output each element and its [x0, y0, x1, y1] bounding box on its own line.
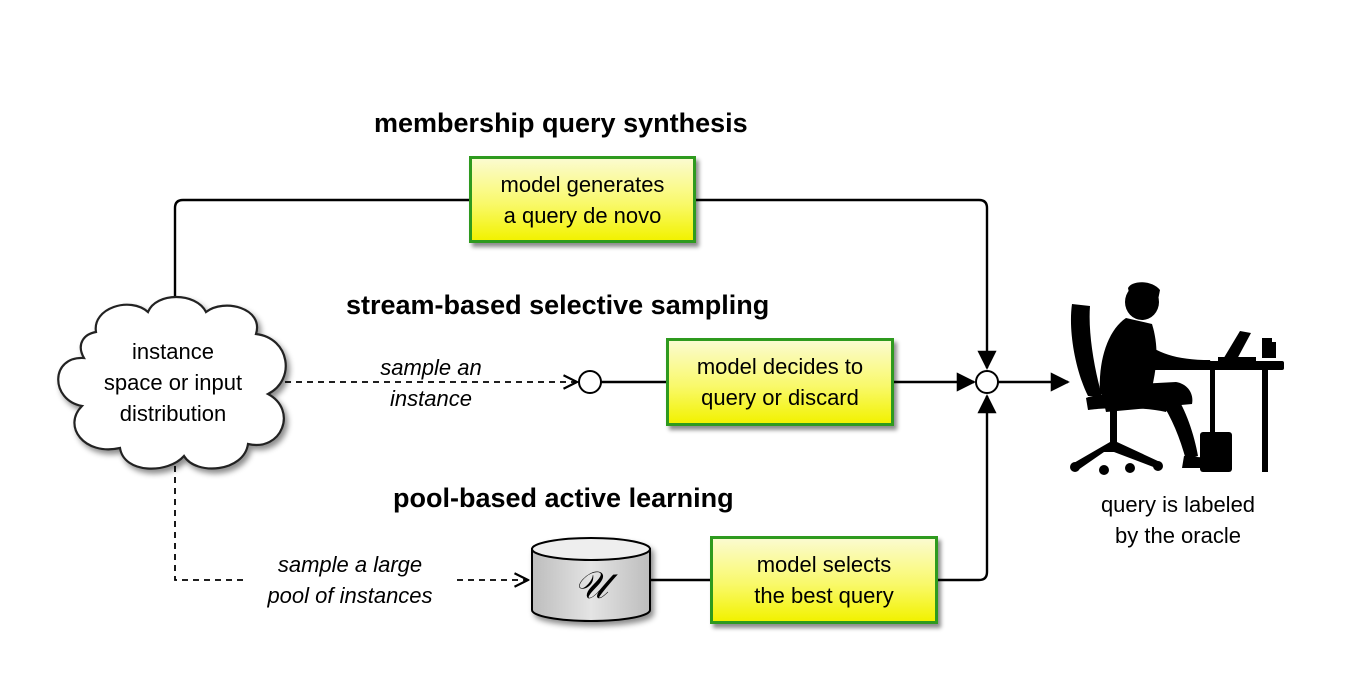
edge-generates-to-merge — [694, 198, 997, 370]
box-model-generates: model generates a query de novo — [469, 156, 696, 243]
stream-node — [578, 370, 602, 394]
person-at-desk-icon — [1070, 282, 1284, 475]
edge-cloud-to-generates — [173, 198, 470, 315]
cloud-line-2: space or input — [103, 370, 243, 395]
label-sample-pool-line-1: sample a large — [277, 552, 423, 577]
box-generates-line-1: model generates — [500, 171, 665, 197]
box-model-decides: model decides to query or discard — [666, 338, 894, 426]
edge-selects-to-merge — [937, 394, 997, 582]
edge-cloud-to-pool — [174, 455, 528, 580]
box-selects-line-1: model selects — [756, 552, 892, 577]
oracle-line-1: query is labeled — [1100, 492, 1256, 517]
label-sample-pool-line-2: pool of instances — [267, 583, 433, 608]
heading-pool-based-active-learning: pool-based active learning — [393, 483, 734, 513]
heading-stream-based-selective-sampling: stream-based selective sampling — [346, 290, 770, 320]
label-sample-instance-line-1: sample an — [380, 355, 482, 380]
cloud-icon — [57, 295, 287, 470]
box-decides-line-2: query or discard — [701, 385, 859, 410]
database-icon — [531, 537, 651, 622]
box-generates-line-2: a query de novo — [503, 202, 662, 228]
box-selects-line-2: the best query — [754, 583, 894, 608]
label-sample-a-large-pool: sample a large pool of instances — [244, 549, 456, 611]
oracle-line-2: by the oracle — [1115, 523, 1241, 548]
label-sample-an-instance: sample an instance — [362, 352, 500, 414]
label-sample-instance-line-2: instance — [390, 386, 472, 411]
heading-membership-query-synthesis: membership query synthesis — [374, 108, 748, 138]
cloud-text: instance space or input distribution — [90, 336, 256, 429]
box-model-selects: model selects the best query — [710, 536, 938, 624]
merge-node — [975, 370, 999, 394]
cloud-line-1: instance — [132, 339, 214, 364]
cloud-line-3: distribution — [119, 401, 227, 426]
oracle-caption: query is labeled by the oracle — [1078, 489, 1278, 551]
box-decides-line-1: model decides to — [696, 354, 864, 379]
